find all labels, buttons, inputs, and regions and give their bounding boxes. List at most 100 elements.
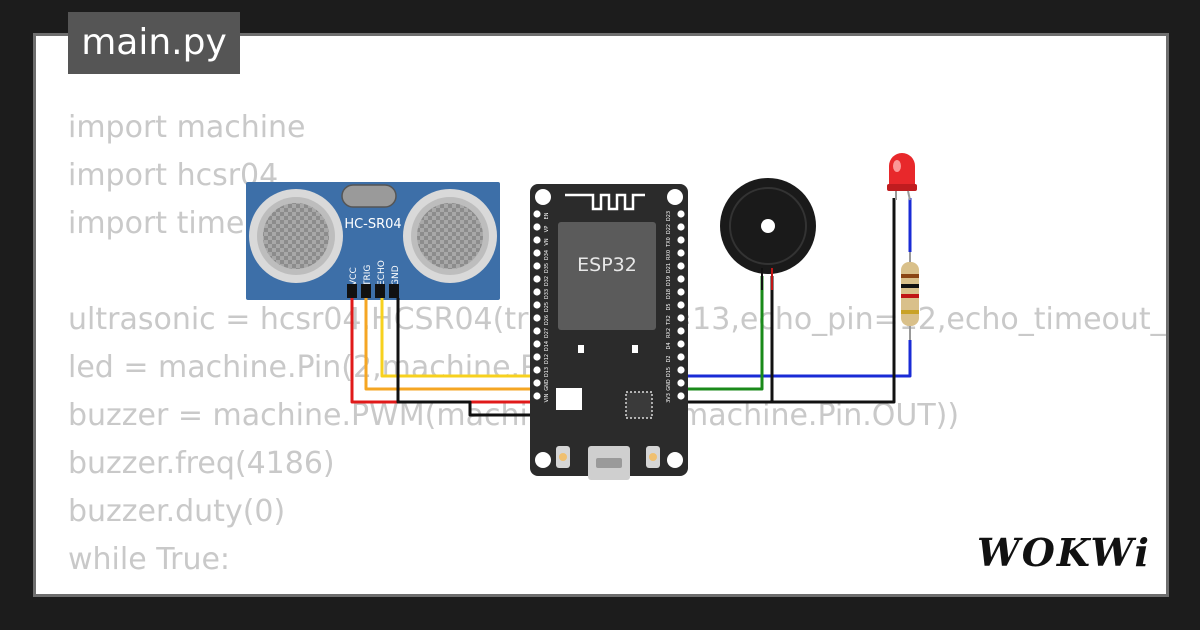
code-line: import hcsr04 <box>68 158 279 193</box>
esp32-pin-label: D33 <box>544 289 550 299</box>
wires <box>350 198 912 417</box>
sensor-transducer-left <box>249 189 343 283</box>
esp32-board[interactable]: ESP32 ENVPVND34D35D32D33D25D26D27D14D12D… <box>530 184 688 480</box>
esp32-pin-d21[interactable] <box>677 262 685 270</box>
sensor-pin-trig <box>361 284 371 298</box>
esp32-left-pin-header <box>533 210 541 400</box>
esp32-pin-label: D5 <box>666 303 672 310</box>
wire-buzzer-green <box>680 276 764 391</box>
sensor-pin-label-gnd: GND <box>391 265 401 286</box>
esp32-pin-tx2[interactable] <box>677 314 685 322</box>
mount-hole <box>535 452 551 468</box>
mount-hole <box>667 189 683 205</box>
esp32-pin-en[interactable] <box>533 210 541 218</box>
wokwi-logo-text: WOKWi <box>978 530 1150 575</box>
esp32-pin-gnd[interactable] <box>533 379 541 387</box>
esp32-pin-label: D14 <box>544 341 550 351</box>
esp32-pin-d12[interactable] <box>533 353 541 361</box>
code-line: buzzer.duty(0) <box>68 494 286 529</box>
sensor-pin-vcc <box>347 284 357 298</box>
esp32-pin-vp[interactable] <box>533 223 541 231</box>
file-tab-main-py[interactable]: main.py <box>68 12 240 74</box>
esp32-pin-label: D15 <box>666 367 672 377</box>
esp32-pin-label: D19 <box>666 276 672 286</box>
esp32-pin-d34[interactable] <box>533 249 541 257</box>
esp32-pin-label: D21 <box>666 263 672 273</box>
esp32-pin-label: D13 <box>544 367 550 377</box>
esp32-pin-d27[interactable] <box>533 327 541 335</box>
esp32-pin-d18[interactable] <box>677 288 685 296</box>
esp32-pin-d22[interactable] <box>677 223 685 231</box>
esp32-pin-label: RX0 <box>666 250 672 260</box>
code-line: distance = ultrasonic.distance_cm() <box>68 584 1166 594</box>
esp32-pin-d23[interactable] <box>677 210 685 218</box>
esp32-pin-label: D4 <box>666 342 672 349</box>
esp32-pin-d15[interactable] <box>677 366 685 374</box>
sensor-pin-label-vcc: VCC <box>349 267 359 286</box>
esp32-module <box>558 222 656 330</box>
esp32-pin-3v3[interactable] <box>677 392 685 400</box>
esp32-pin-d4[interactable] <box>677 340 685 348</box>
sensor-pin-label-echo: ECHO <box>377 260 387 286</box>
esp32-pin-label: D2 <box>666 355 672 362</box>
wire-led-blue <box>680 340 912 378</box>
resistor-band <box>901 284 919 288</box>
esp32-pin-d26[interactable] <box>533 314 541 322</box>
esp32-pin-d25[interactable] <box>533 301 541 309</box>
esp32-pin-vn[interactable] <box>533 236 541 244</box>
piezo-buzzer[interactable] <box>720 178 816 290</box>
esp32-pin-d32[interactable] <box>533 275 541 283</box>
code-line: ultrasonic = hcsr04.HCSR04(trigger_pin=1… <box>68 302 1166 337</box>
esp32-pin-label: D25 <box>544 302 550 312</box>
mount-hole <box>667 452 683 468</box>
sensor-crystal <box>341 184 397 208</box>
wire-echo-yellow <box>380 298 537 378</box>
wire-led-gnd-black <box>772 198 896 404</box>
red-led[interactable] <box>887 153 917 201</box>
esp32-pin-d5[interactable] <box>677 301 685 309</box>
esp32-pin-label: D22 <box>666 224 672 234</box>
code-line: buzzer.freq(4186) <box>68 446 335 481</box>
resistor[interactable] <box>901 252 919 340</box>
smd-component <box>632 345 638 353</box>
wire-buzzer-gnd-black <box>680 276 774 404</box>
hc-sr04-sensor[interactable]: HC-SR04 VCC TRIG ECHO GND <box>246 182 500 300</box>
esp32-pin-vin[interactable] <box>533 392 541 400</box>
esp32-pin-d33[interactable] <box>533 288 541 296</box>
smd-component <box>578 345 584 353</box>
esp32-pin-rx0[interactable] <box>677 249 685 257</box>
esp32-antenna <box>565 193 645 211</box>
esp32-pin-label: EN <box>544 212 550 219</box>
esp32-pin-d19[interactable] <box>677 275 685 283</box>
esp32-pin-label: D12 <box>544 354 550 364</box>
esp32-pin-label: VIN <box>544 393 550 402</box>
wire-vcc-red <box>350 298 537 404</box>
esp32-pin-label: TX2 <box>666 315 672 326</box>
esp32-right-pin-header <box>677 210 685 400</box>
esp32-pin-d35[interactable] <box>533 262 541 270</box>
resistor-band <box>901 310 919 314</box>
wire-gnd-black <box>396 298 537 417</box>
sensor-model-label: HC-SR04 <box>344 217 401 232</box>
buzzer-hole <box>761 219 775 233</box>
esp32-pin-label: RX2 <box>666 328 672 338</box>
esp32-pin-rx2[interactable] <box>677 327 685 335</box>
esp32-pin-gnd[interactable] <box>677 379 685 387</box>
sensor-transducer-right <box>403 189 497 283</box>
esp32-chip-label: ESP32 <box>577 254 637 276</box>
esp32-pin-label: GND <box>544 379 550 391</box>
sensor-pin-label-trig: TRIG <box>363 265 373 287</box>
esp32-pin-tx0[interactable] <box>677 236 685 244</box>
code-line: import machine <box>68 110 306 145</box>
wire-trig-orange <box>364 298 537 391</box>
esp32-pin-d13[interactable] <box>533 366 541 374</box>
esp32-pin-label: VP <box>544 226 550 232</box>
esp32-pin-label: 3V3 <box>666 393 672 403</box>
sensor-pin-echo <box>375 284 385 298</box>
esp32-pin-d2[interactable] <box>677 353 685 361</box>
mount-hole <box>535 189 551 205</box>
led-anode <box>907 190 911 201</box>
esp32-pin-d14[interactable] <box>533 340 541 348</box>
